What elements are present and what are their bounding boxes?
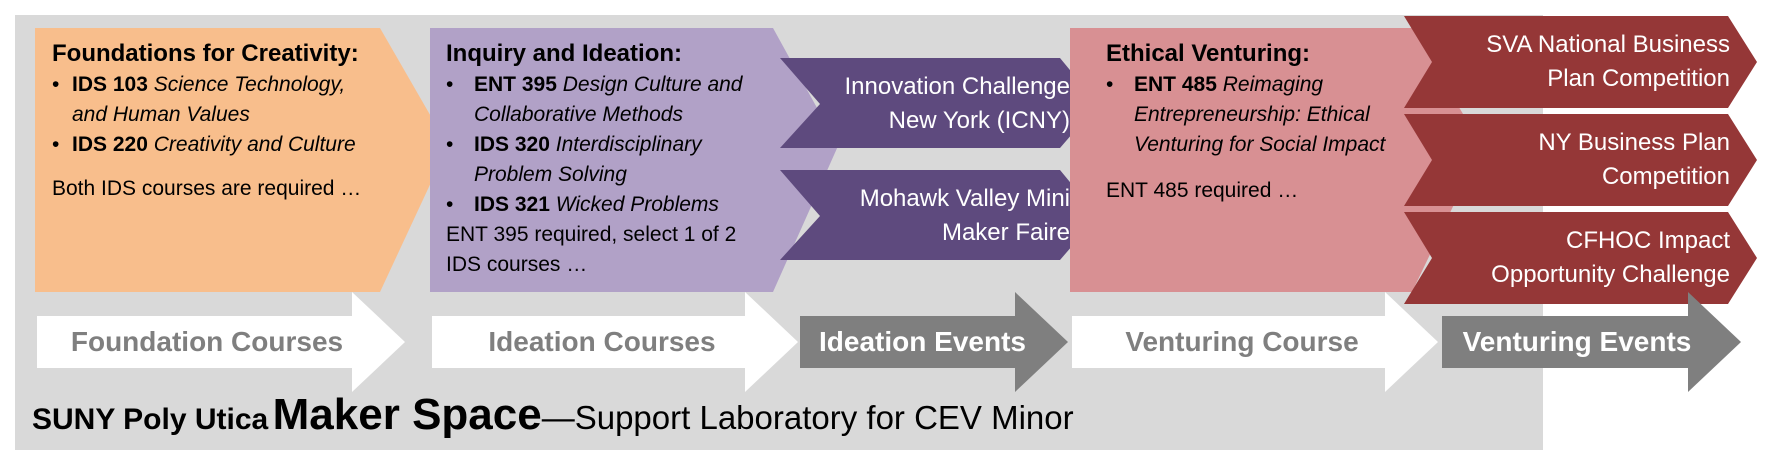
venturing-event-3: CFHOC Impact Opportunity Challenge: [1491, 227, 1730, 288]
course-title: Science Technology, and Human Values: [72, 73, 346, 126]
course-item: IDS 220 Creativity and Culture: [52, 130, 382, 160]
foundations-box: Foundations for Creativity: IDS 103 Scie…: [52, 38, 382, 204]
course-title: Wicked Problems: [555, 193, 719, 216]
footer-emphasis: Maker Space: [272, 390, 542, 439]
stage-label-venturing-events: Venturing Events: [1462, 326, 1692, 357]
course-title: Interdisciplinary Problem Solving: [474, 133, 702, 186]
course-item: IDS 320 Interdisciplinary Problem Solvin…: [446, 130, 776, 190]
foundations-heading: Foundations for Creativity:: [52, 40, 359, 67]
course-title: Reimaging Entrepreneurship: Ethical Vent…: [1134, 73, 1386, 156]
footer-prefix: SUNY Poly Utica: [32, 403, 269, 436]
ideation-event-2-arrow: [780, 170, 1098, 260]
ideation-event-1: Innovation Challenge New York (ICNY): [844, 73, 1070, 134]
venturing-event-3-arrow: [1404, 212, 1757, 304]
ideation-box: Inquiry and Ideation: ENT 395 Design Cul…: [446, 38, 776, 280]
course-item: ENT 485 Reimaging Entrepreneurship: Ethi…: [1106, 70, 1426, 160]
stage-label-venturing-course: Venturing Course: [1125, 326, 1359, 357]
ideation-event-2: Mohawk Valley Mini Maker Faire: [859, 185, 1070, 246]
ideation-courses-arrow: [432, 292, 798, 392]
stage-label-ideation-events: Ideation Events: [819, 326, 1026, 357]
venturing-event-1-arrow: [1404, 16, 1757, 108]
foundations-note: Both IDS courses are required …: [52, 177, 362, 200]
ideation-heading: Inquiry and Ideation:: [446, 40, 683, 67]
venturing-event-2: NY Business Plan Competition: [1538, 129, 1730, 190]
stage-label-ideation-courses: Ideation Courses: [488, 326, 716, 357]
footer-suffix: —Support Laboratory for CEV Minor: [541, 399, 1074, 436]
foundations-course-list: IDS 103 Science Technology, and Human Va…: [52, 70, 382, 160]
venturing-events-arrow: [1442, 292, 1741, 392]
course-item: IDS 321 Wicked Problems: [446, 190, 776, 220]
footer-title: SUNY Poly Utica Maker Space—Support Labo…: [32, 390, 1074, 440]
course-code: IDS 320: [474, 133, 550, 156]
stage-label-foundation-courses: Foundation Courses: [70, 326, 344, 357]
course-item: IDS 103 Science Technology, and Human Va…: [52, 70, 382, 130]
course-title: Design Culture and Collaborative Methods: [474, 73, 743, 126]
ideation-event-1-arrow: [780, 58, 1098, 148]
ideation-note: ENT 395 required, select 1 of 2 IDS cour…: [446, 223, 737, 276]
venturing-course-arrow: [1072, 292, 1438, 392]
ideation-events-arrow: [800, 292, 1068, 392]
venturing-course-list: ENT 485 Reimaging Entrepreneurship: Ethi…: [1106, 70, 1426, 160]
course-code: ENT 395: [474, 73, 557, 96]
course-code: ENT 485: [1134, 73, 1217, 96]
venturing-event-1: SVA National Business Plan Competition: [1486, 31, 1730, 92]
course-code: IDS 321: [474, 193, 550, 216]
venturing-event-2-arrow: [1404, 114, 1757, 206]
course-title: Creativity and Culture: [153, 133, 356, 156]
course-code: IDS 103: [72, 73, 148, 96]
course-item: ENT 395 Design Culture and Collaborative…: [446, 70, 776, 130]
venturing-box: Ethical Venturing: ENT 485 Reimaging Ent…: [1106, 38, 1426, 206]
venturing-heading: Ethical Venturing:: [1106, 40, 1311, 67]
foundation-courses-arrow: [37, 292, 405, 392]
venturing-note: ENT 485 required …: [1106, 179, 1299, 202]
ideation-course-list: ENT 395 Design Culture and Collaborative…: [446, 70, 776, 220]
course-code: IDS 220: [72, 133, 148, 156]
